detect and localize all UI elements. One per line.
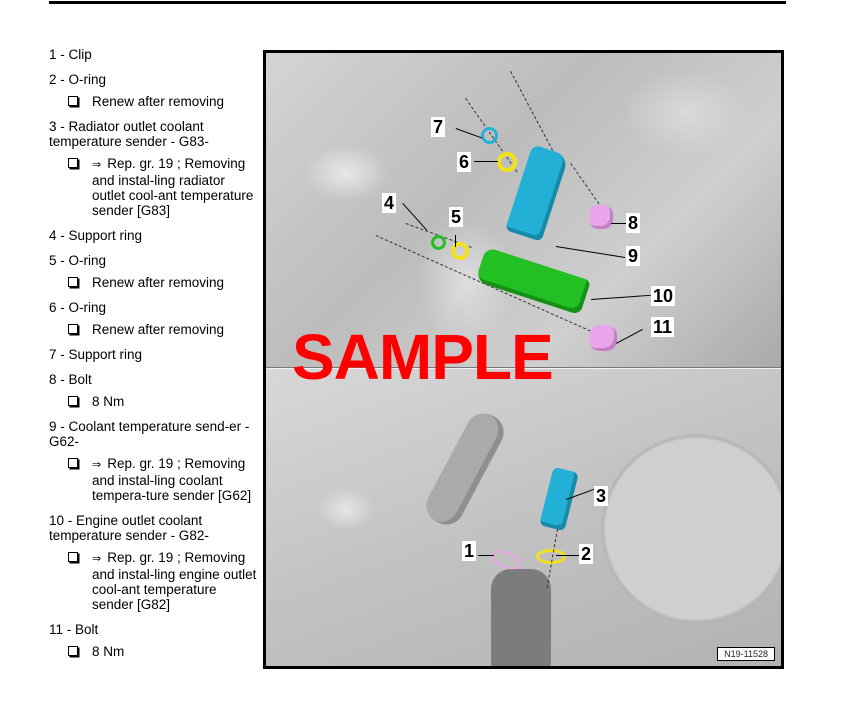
- callout-6: 6: [457, 152, 472, 172]
- legend-note: ⇒Rep. gr. 19 ; Removing and instal-ling …: [49, 156, 259, 218]
- exploded-view-figure: 7 6 4 5 8 9 10 11 3 1 2 N19-11528: [263, 50, 784, 669]
- support-ring-7: [481, 127, 498, 144]
- header-rule: [49, 1, 786, 4]
- checkbox-bullet-icon: [68, 277, 78, 287]
- coolant-pipe-fitting: [491, 569, 551, 666]
- coolant-hose: [420, 407, 510, 531]
- legend-item-title: 4 - Support ring: [49, 228, 143, 243]
- legend-note-text: 8 Nm: [92, 394, 125, 409]
- leader-line: [555, 246, 626, 258]
- legend-item-5: 5 - O-ring Renew after removing: [49, 253, 259, 290]
- reference-arrow-icon[interactable]: ⇒: [92, 459, 102, 471]
- legend-item-title: 7 - Support ring: [49, 347, 143, 362]
- legend-item-7: 7 - Support ring: [49, 347, 259, 362]
- cross-reference-link[interactable]: Rep. gr. 19 ; Removing and instal-ling c…: [92, 456, 252, 503]
- parts-legend: 1 - Clip 2 - O-ring Renew after removing…: [49, 47, 259, 669]
- legend-item-title: 11 - Bolt: [49, 622, 99, 637]
- leader-line: [556, 555, 581, 556]
- legend-note: Renew after removing: [49, 94, 259, 109]
- legend-item-title: 1 - Clip: [49, 47, 92, 62]
- leader-line: [616, 328, 643, 344]
- checkbox-bullet-icon: [68, 158, 78, 168]
- legend-note: 8 Nm: [49, 644, 259, 659]
- support-ring-4: [431, 235, 446, 250]
- reference-arrow-icon[interactable]: ⇒: [92, 159, 102, 171]
- o-ring-5: [451, 242, 469, 260]
- bolt-8: [589, 205, 613, 229]
- legend-item-title: 8 - Bolt: [49, 372, 92, 387]
- callout-10: 10: [651, 286, 676, 306]
- legend-item-4: 4 - Support ring: [49, 228, 259, 243]
- checkbox-bullet-icon: [68, 646, 78, 656]
- legend-item-3: 3 - Radiator outlet coolant temperature …: [49, 119, 259, 218]
- checkbox-bullet-icon: [68, 396, 78, 406]
- callout-8: 8: [626, 213, 641, 233]
- legend-note: Renew after removing: [49, 275, 259, 290]
- leader-line: [591, 294, 651, 300]
- legend-item-title: 10 - Engine outlet coolant temperature s…: [49, 513, 209, 543]
- cross-reference-link[interactable]: Rep. gr. 19 ; Removing and instal-ling e…: [92, 550, 257, 612]
- leader-line: [474, 161, 498, 162]
- checkbox-bullet-icon: [68, 96, 78, 106]
- legend-note-text: Renew after removing: [92, 94, 225, 109]
- legend-item-8: 8 - Bolt 8 Nm: [49, 372, 259, 409]
- legend-note-text: 8 Nm: [92, 644, 125, 659]
- radiator-outlet-coolant-temperature-sender-g83: [539, 466, 579, 532]
- legend-item-1: 1 - Clip: [49, 47, 259, 62]
- checkbox-bullet-icon: [68, 458, 78, 468]
- legend-item-title: 9 - Coolant temperature send-er - G62-: [49, 419, 250, 449]
- legend-note: ⇒Rep. gr. 19 ; Removing and instal-ling …: [49, 550, 259, 612]
- legend-item-10: 10 - Engine outlet coolant temperature s…: [49, 513, 259, 612]
- legend-note-text: Renew after removing: [92, 275, 225, 290]
- legend-item-title: 5 - O-ring: [49, 253, 107, 268]
- checkbox-bullet-icon: [68, 552, 78, 562]
- callout-4: 4: [382, 193, 397, 213]
- bolt-11: [589, 325, 617, 351]
- leader-line: [478, 555, 494, 556]
- callout-1: 1: [462, 541, 477, 561]
- leader-line: [455, 235, 456, 247]
- legend-note-text: Renew after removing: [92, 322, 225, 337]
- callout-9: 9: [626, 246, 641, 266]
- leader-line: [611, 223, 627, 224]
- legend-item-title: 2 - O-ring: [49, 72, 107, 87]
- legend-item-title: 6 - O-ring: [49, 300, 107, 315]
- legend-note: Renew after removing: [49, 322, 259, 337]
- callout-11: 11: [651, 317, 675, 337]
- engine-view-illustration: 7 6 4 5 8 9 10 11: [266, 53, 781, 367]
- figure-number-label: N19-11528: [717, 647, 775, 661]
- sample-watermark: SAMPLE: [292, 321, 554, 393]
- callout-3: 3: [594, 486, 609, 506]
- legend-note: 8 Nm: [49, 394, 259, 409]
- o-ring-2: [536, 549, 566, 564]
- reference-arrow-icon[interactable]: ⇒: [92, 553, 102, 565]
- callout-7: 7: [431, 117, 446, 137]
- callout-5: 5: [449, 207, 464, 227]
- legend-item-6: 6 - O-ring Renew after removing: [49, 300, 259, 337]
- pane-divider: [266, 367, 781, 370]
- checkbox-bullet-icon: [68, 324, 78, 334]
- cross-reference-link[interactable]: Rep. gr. 19 ; Removing and instal-ling r…: [92, 156, 254, 218]
- legend-item-title: 3 - Radiator outlet coolant temperature …: [49, 119, 209, 149]
- legend-item-2: 2 - O-ring Renew after removing: [49, 72, 259, 109]
- legend-note: ⇒Rep. gr. 19 ; Removing and instal-ling …: [49, 456, 259, 503]
- o-ring-6: [497, 152, 517, 172]
- leader-line: [455, 128, 483, 139]
- legend-item-9: 9 - Coolant temperature send-er - G62- ⇒…: [49, 419, 259, 503]
- legend-item-11: 11 - Bolt 8 Nm: [49, 622, 259, 659]
- radiator-view-illustration: 3 1 2 N19-11528: [266, 369, 781, 666]
- callout-2: 2: [579, 544, 594, 564]
